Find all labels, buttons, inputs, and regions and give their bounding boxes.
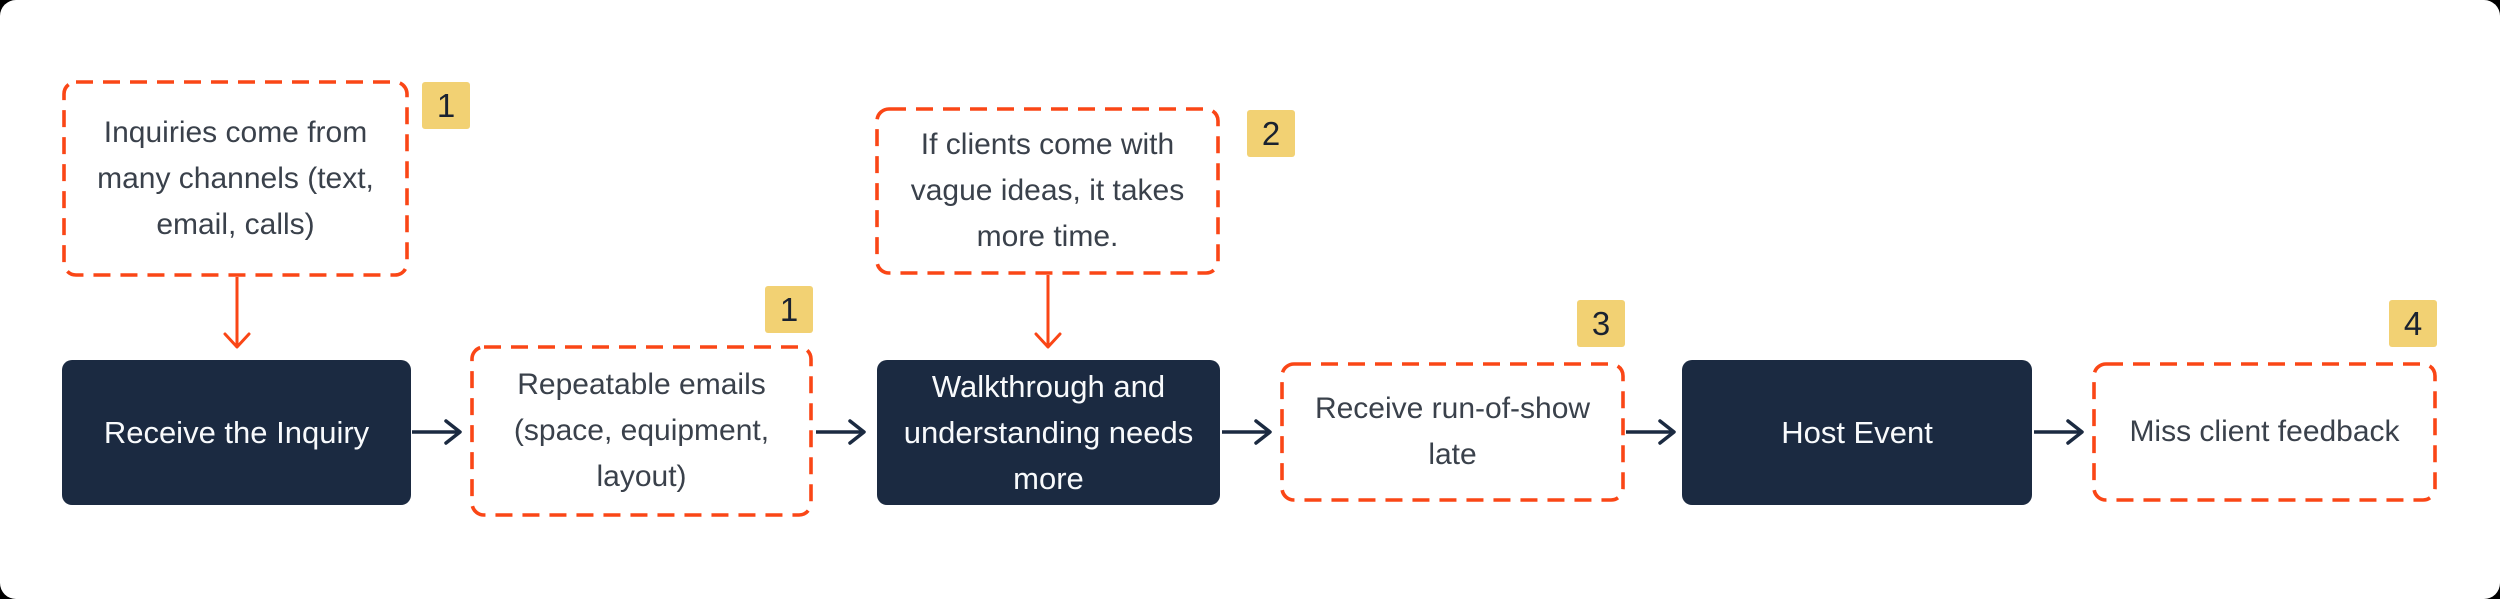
step-miss-client-feedback: Miss client feedback bbox=[2092, 362, 2437, 502]
right-arrow-icon bbox=[2034, 419, 2084, 445]
down-arrow-icon bbox=[1034, 275, 1062, 349]
step-receive-inquiry-label: Receive the Inquiry bbox=[103, 414, 370, 450]
annotation-note-1-text: Inquiries come from many channels (text,… bbox=[97, 115, 374, 241]
step-host-event-label: Host Event bbox=[1781, 414, 1933, 450]
annotation-note-2-text: If clients come with vague ideas, it tak… bbox=[910, 128, 1185, 253]
badge-annotation-2: 2 bbox=[1247, 110, 1295, 157]
badge-annotation-1: 1 bbox=[422, 82, 470, 129]
right-arrow-icon bbox=[1222, 419, 1272, 445]
down-arrow-icon bbox=[223, 277, 251, 349]
step-walkthrough: Walkthrough and understanding needs more bbox=[877, 360, 1220, 505]
step-host-event: Host Event bbox=[1682, 360, 2032, 505]
right-arrow-icon bbox=[816, 419, 866, 445]
right-arrow-icon bbox=[412, 419, 462, 445]
step-receive-inquiry: Receive the Inquiry bbox=[62, 360, 411, 505]
annotation-note-1: Inquiries come from many channels (text,… bbox=[62, 80, 409, 277]
badge-step-repeatable-emails: 1 bbox=[765, 286, 813, 333]
step-run-of-show-late-label: Receive run-of-show late bbox=[1314, 392, 1591, 471]
step-miss-client-feedback-label: Miss client feedback bbox=[2129, 415, 2400, 448]
annotation-note-2: If clients come with vague ideas, it tak… bbox=[875, 107, 1220, 275]
step-run-of-show-late: Receive run-of-show late bbox=[1280, 362, 1625, 502]
step-walkthrough-label: Walkthrough and understanding needs more bbox=[903, 368, 1194, 496]
right-arrow-icon bbox=[1626, 419, 1676, 445]
step-repeatable-emails-label: Repeatable emails (space, equipment, lay… bbox=[513, 368, 770, 493]
step-repeatable-emails: Repeatable emails (space, equipment, lay… bbox=[470, 345, 813, 517]
badge-step-miss-feedback: 4 bbox=[2389, 300, 2437, 347]
badge-step-run-of-show: 3 bbox=[1577, 300, 1625, 347]
